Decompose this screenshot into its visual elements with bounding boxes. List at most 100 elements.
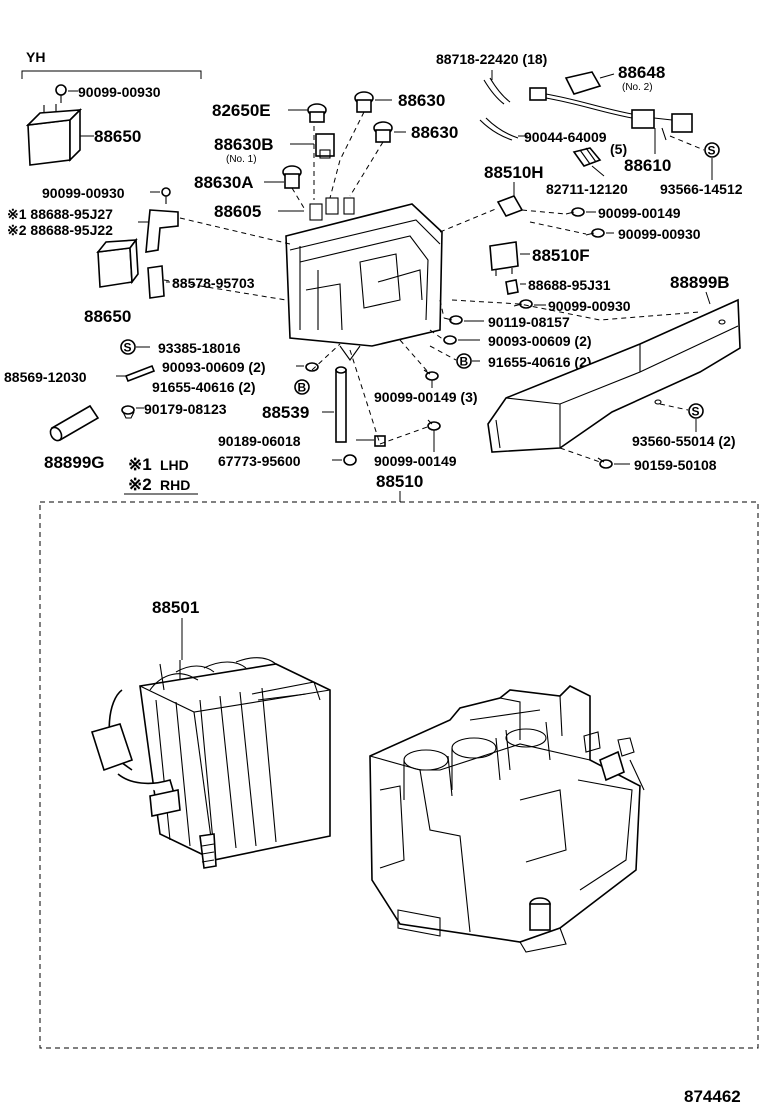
label-p02: 88650 <box>94 127 141 146</box>
label-p43: 88501 <box>152 598 199 617</box>
label-p22: 88899G <box>44 453 105 472</box>
label-p12: 88578-95703 <box>172 275 255 291</box>
symbol-b-91655-right: B <box>456 353 472 369</box>
label-p06-note: (No. 1) <box>226 154 257 165</box>
sensor-88630-a <box>354 91 374 113</box>
screw-90099-00930-c <box>513 299 533 309</box>
label-p07: 88630A <box>194 173 254 192</box>
label-p06: 88630B <box>214 135 274 154</box>
svg-text:S: S <box>708 144 716 158</box>
clip-82711-12120 <box>572 147 602 167</box>
label-p39: 90099-00149 (3) <box>374 389 478 405</box>
label-p27: 82711-12120 <box>546 181 628 197</box>
label-p19: 88539 <box>262 403 309 422</box>
duct-88899b <box>487 298 741 453</box>
label-p31: 90099-00930 <box>618 226 701 242</box>
screw-90099-00149-c <box>427 419 441 431</box>
label-p33: 88688-95J31 <box>528 277 611 293</box>
relay-88650-yh <box>25 104 83 166</box>
svg-text:S: S <box>692 405 700 419</box>
svg-text:B: B <box>460 355 469 369</box>
label-p20: 90189-06018 <box>218 433 301 449</box>
relay-88650-lhd <box>96 237 139 288</box>
legend-text-2: RHD <box>160 477 190 493</box>
sensor-88630b <box>315 133 335 159</box>
label-p01: 90099-00930 <box>78 84 161 100</box>
group-bracket <box>21 70 202 79</box>
legend-mark-2: ※2 <box>128 475 152 494</box>
hose-88899g <box>49 404 100 442</box>
label-p09: ※1 88688-95J27 <box>7 206 113 222</box>
screw-90099-00930-yh <box>55 84 67 103</box>
symbol-s-93560: S <box>688 403 704 419</box>
label-p28: 93566-14512 <box>660 181 743 197</box>
label-p10: ※2 88688-95J22 <box>7 222 113 238</box>
label-p23: 88718-22420 (18) <box>436 51 547 67</box>
label-p08: 90099-00930 <box>42 185 125 201</box>
relay-88510f <box>489 241 519 276</box>
band-88718-22420 <box>483 77 511 105</box>
label-p30: 90099-00149 <box>598 205 681 221</box>
label-p26: 88610 <box>624 156 671 175</box>
evaporator-88501 <box>90 657 331 869</box>
label-p04: 88630 <box>398 91 445 110</box>
label-p25: 90044-64009 <box>524 129 607 145</box>
label-p42: 90099-00149 <box>374 453 457 469</box>
svg-text:S: S <box>124 341 132 355</box>
label-p05: 88630 <box>411 123 458 142</box>
washer-90093-00609 <box>305 362 319 372</box>
symbol-s-93385: S <box>120 339 136 355</box>
grommet-67773-95600 <box>343 454 357 466</box>
svg-text:B: B <box>298 381 307 395</box>
label-p34: 88899B <box>670 273 730 292</box>
label-p35: 90099-00930 <box>548 298 631 314</box>
heater-housing-assembled <box>369 685 645 953</box>
band-90044-64009 <box>479 117 519 141</box>
assembly-label-88510: 88510 <box>376 472 423 491</box>
bracket-88510h <box>496 195 524 217</box>
group-label-yh: YH <box>26 49 45 65</box>
drain-pipe-88539 <box>335 366 347 443</box>
bracket-88688 <box>145 209 179 253</box>
screw-90099-00149-b <box>423 369 439 381</box>
screw-90099-00930-b <box>585 228 605 238</box>
label-p21: 67773-95600 <box>218 453 301 469</box>
bolt-90119-08157 <box>443 315 463 325</box>
screw-90159-50108 <box>597 457 613 469</box>
switch-82650e <box>307 103 327 123</box>
sensor-88630-b <box>373 121 393 143</box>
bracket-88688-95j31 <box>505 279 519 295</box>
figure-number: 874462 <box>684 1087 741 1106</box>
label-p38: 91655-40616 (2) <box>488 354 592 370</box>
label-p03: 82650E <box>212 101 271 120</box>
label-p36: 90119-08157 <box>488 314 570 330</box>
label-p17: 91655-40616 (2) <box>152 379 256 395</box>
label-p41: 90159-50108 <box>634 457 717 473</box>
label-p32: 88510F <box>532 246 590 265</box>
connector-88648 <box>564 71 602 95</box>
legend-text-1: LHD <box>160 457 189 473</box>
label-p29: 88510H <box>484 163 544 182</box>
label-p15: 88569-12030 <box>4 369 87 385</box>
legend-mark-1: ※1 <box>128 455 152 474</box>
label-p13: 88650 <box>84 307 131 326</box>
label-p24-note: (No. 2) <box>622 82 653 93</box>
symbol-b-91655-left: B <box>294 379 310 395</box>
label-p37: 90093-00609 (2) <box>488 333 592 349</box>
label-p11: 88605 <box>214 202 261 221</box>
label-p24: 88648 <box>618 63 665 82</box>
clip-90189-06018 <box>374 435 386 447</box>
screw-90099-00930-left <box>161 187 171 204</box>
label-p40: 93560-55014 (2) <box>632 433 736 449</box>
screw-90099-00149-a <box>565 207 585 217</box>
label-p18: 90179-08123 <box>144 401 227 417</box>
label-p14: 93385-18016 <box>158 340 241 356</box>
label-p25-note: (5) <box>610 141 627 157</box>
symbol-s-93566: S <box>704 142 720 158</box>
clip-88569-12030 <box>124 364 156 383</box>
assembly-box-88510 <box>39 501 759 1049</box>
grommet-88578-95703 <box>147 265 165 299</box>
nut-90179-08123 <box>121 405 135 419</box>
